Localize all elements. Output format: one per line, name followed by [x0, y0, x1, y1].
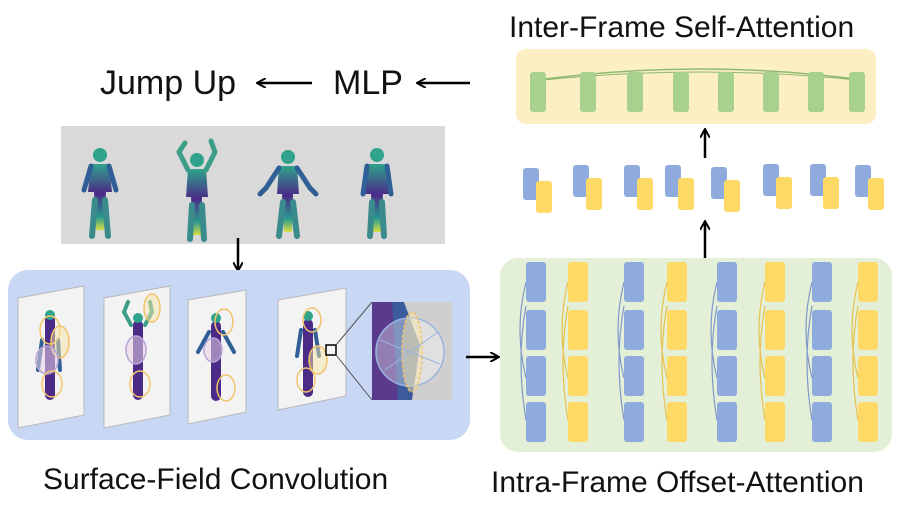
green-block: [673, 72, 689, 112]
yellow-block: [765, 356, 785, 396]
action-label: Jump Up: [100, 64, 237, 102]
yellow-block: [568, 310, 588, 350]
blue-block: [624, 262, 644, 302]
green-block: [627, 72, 643, 112]
yellow-block: [858, 402, 878, 442]
yellow-block: [858, 310, 878, 350]
attention-link: [519, 281, 527, 421]
yellow-block: [765, 402, 785, 442]
mlp-label: MLP: [333, 64, 403, 102]
attention-link: [660, 281, 668, 421]
blue-block: [812, 262, 832, 302]
surface-field-title: Surface-Field Convolution: [43, 463, 389, 496]
blue-block: [526, 402, 546, 442]
yellow-block: [667, 402, 687, 442]
green-block: [808, 72, 824, 112]
inter-frame-panel: [516, 49, 876, 124]
attention-link: [758, 281, 766, 421]
green-block: [530, 72, 546, 112]
token-pairs: [523, 164, 884, 213]
blue-block: [717, 402, 737, 442]
blue-block: [812, 356, 832, 396]
blue-block: [717, 310, 737, 350]
attention-link: [851, 281, 859, 421]
human-sequence: [61, 126, 445, 244]
frame-sheet-icon: [187, 289, 247, 425]
human-figure-icon: [176, 138, 218, 242]
attention-link: [617, 281, 625, 421]
surface-field-panel: [8, 270, 470, 440]
blue-block: [717, 262, 737, 302]
yellow-block: [858, 262, 878, 302]
blue-block: [526, 356, 546, 396]
yellow-block: [667, 310, 687, 350]
blue-block: [624, 402, 644, 442]
intra-frame-panel: [500, 258, 892, 452]
human-figure-icon: [81, 148, 119, 239]
frame-sheet-icon: [103, 285, 171, 429]
blue-block: [624, 310, 644, 350]
human-figure-icon: [360, 148, 394, 239]
frame-sheet-icon: [17, 285, 85, 429]
green-block: [718, 72, 734, 112]
blue-block: [717, 356, 737, 396]
inter-frame-title: Inter-Frame Self-Attention: [509, 11, 855, 44]
green-block: [849, 72, 865, 112]
green-block: [580, 72, 596, 112]
blue-block: [812, 402, 832, 442]
zoom-marker: [325, 344, 337, 356]
green-block: [763, 72, 779, 112]
blue-block: [624, 356, 644, 396]
attention-link: [561, 281, 569, 421]
human-figure-icon: [257, 150, 319, 239]
yellow-block: [568, 262, 588, 302]
blue-block: [812, 310, 832, 350]
yellow-block: [568, 356, 588, 396]
attention-link: [710, 281, 718, 421]
yellow-block: [568, 402, 588, 442]
intra-frame-title: Intra-Frame Offset-Attention: [491, 466, 864, 499]
yellow-block: [667, 262, 687, 302]
yellow-block: [765, 310, 785, 350]
yellow-block: [858, 356, 878, 396]
attention-link: [805, 281, 813, 421]
blue-block: [526, 262, 546, 302]
yellow-block: [765, 262, 785, 302]
magnifier-zoom-icon: [372, 302, 452, 400]
blue-block: [526, 310, 546, 350]
yellow-block: [667, 356, 687, 396]
frame-sheet-icon: [277, 287, 347, 411]
